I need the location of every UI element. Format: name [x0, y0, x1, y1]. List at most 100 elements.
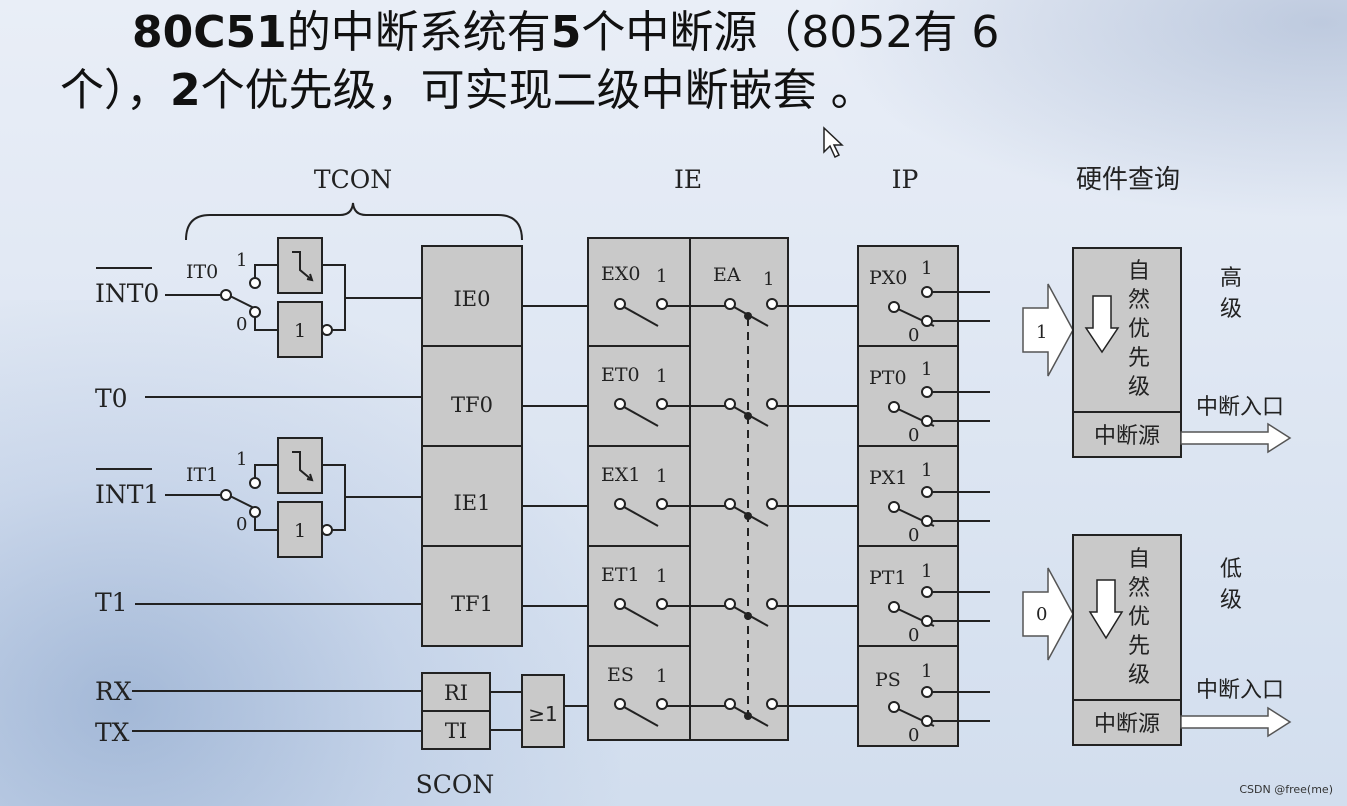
int1-level-gate-label: 1 — [294, 520, 306, 542]
px0-one: 1 — [921, 258, 932, 279]
ip-header: IP — [892, 165, 919, 194]
ie1-flag — [421, 445, 523, 547]
ie1-label: IE1 — [454, 491, 491, 515]
title-text-a: 的中断系统有 — [286, 7, 551, 58]
title-text-d: 个优先级，可实现二级中断嵌套 。 — [200, 65, 875, 116]
low-natural-4: 先 — [1128, 634, 1150, 659]
low-natural-5: 级 — [1128, 663, 1150, 688]
high-down-arrow-icon — [1084, 295, 1120, 354]
high-arrow-label: 1 — [1036, 322, 1047, 343]
low-entry-label: 中断入口 — [1196, 678, 1284, 703]
it1-zero: 0 — [236, 514, 247, 535]
int1-trigger-select: IT1 1 0 1 — [165, 437, 422, 558]
t1-label: T1 — [95, 588, 128, 617]
page-title: 80C51的中断系统有5个中断源（8052有 6 个），2个优先级，可实现二级中… — [60, 4, 1220, 120]
tf1-label: TF1 — [451, 592, 493, 616]
high-entry-label: 中断入口 — [1196, 395, 1284, 420]
watermark: CSDN @free(me) — [1239, 783, 1333, 796]
et1-label: ET1 — [601, 564, 640, 586]
high-natural-2: 然 — [1128, 288, 1150, 313]
ie0-flag — [421, 245, 523, 347]
ea-switch-2 — [724, 498, 778, 527]
high-priority-query: 1 自 然 优 先 级 中断源 高 级 中断入口 — [1022, 247, 1292, 458]
pt0-label: PT0 — [869, 367, 907, 389]
int0-level-gate-label: 1 — [294, 320, 306, 342]
title-line-2: 个），2个优先级，可实现二级中断嵌套 。 — [60, 65, 875, 116]
pt0-zero: 0 — [908, 425, 919, 446]
ex1-label: EX1 — [601, 464, 640, 486]
it0-one: 1 — [236, 250, 247, 271]
ti-label: TI — [445, 719, 467, 743]
tf0-label: TF0 — [451, 393, 493, 417]
title-text-b: 个中断源（8052有 6 — [581, 7, 1000, 58]
ex0-one: 1 — [656, 266, 667, 287]
low-source-label: 中断源 — [1094, 712, 1160, 737]
low-down-arrow-icon — [1088, 579, 1124, 640]
ea-label: EA — [713, 264, 741, 286]
low-natural-2: 然 — [1128, 576, 1150, 601]
mouse-cursor-icon — [823, 126, 844, 159]
scon-label: SCON — [416, 770, 495, 799]
low-arrow-label: 0 — [1036, 604, 1047, 625]
it1-label: IT1 — [186, 464, 218, 486]
low-input-arrow — [1022, 567, 1074, 661]
ie0-label: IE0 — [454, 287, 491, 311]
it0-label: IT0 — [186, 261, 218, 283]
pt1-one: 1 — [921, 561, 932, 582]
title-chip: 80C51 — [132, 7, 287, 58]
tcon-brace — [185, 202, 523, 241]
px0-label: PX0 — [869, 267, 907, 289]
hardware-query-header: 硬件查询 — [1076, 165, 1180, 195]
tcon-header: TCON — [314, 165, 392, 194]
title-text-c: 个）， — [60, 65, 170, 116]
rx-label: RX — [95, 677, 132, 706]
low-natural-3: 优 — [1128, 605, 1150, 630]
tcon-flags: IE0 TF0 IE1 TF1 — [421, 245, 523, 647]
title-priority-count: 2 — [170, 65, 201, 116]
pt0-one: 1 — [921, 359, 932, 380]
low-natural-1: 自 — [1128, 547, 1150, 572]
int0-trigger-select: IT0 1 0 1 — [165, 237, 422, 358]
title-source-count: 5 — [550, 7, 582, 58]
ie-register: EX0 ET0 EX1 ET1 ES EA 1 1 1 1 1 1 — [587, 237, 789, 741]
ea-switch-4 — [724, 698, 778, 727]
high-entry-arrow — [1180, 422, 1292, 454]
low-label-2: 级 — [1220, 588, 1242, 613]
high-label-1: 高 — [1220, 266, 1242, 291]
high-label-2: 级 — [1220, 297, 1242, 322]
et0-label: ET0 — [601, 364, 640, 386]
int0-label: INT0 — [95, 279, 159, 308]
high-natural-4: 先 — [1128, 346, 1150, 371]
high-natural-5: 级 — [1128, 375, 1150, 400]
it0-zero: 0 — [236, 314, 247, 335]
ie-header: IE — [674, 165, 702, 194]
pt1-zero: 0 — [908, 625, 919, 646]
high-source-label: 中断源 — [1094, 424, 1160, 449]
ea-switch-1 — [724, 398, 778, 427]
or-gate — [521, 674, 565, 748]
ea-switch-0 — [724, 298, 778, 327]
it1-one: 1 — [236, 449, 247, 470]
int1-label: INT1 — [95, 480, 159, 509]
title-line-1: 80C51的中断系统有5个中断源（8052有 6 — [60, 4, 1220, 62]
ps-label: PS — [875, 669, 901, 691]
or-gate-label: ≥1 — [528, 702, 557, 726]
low-priority-query: 0 自 然 优 先 级 中断源 低 级 中断入口 — [1022, 534, 1292, 746]
ri-label: RI — [444, 681, 468, 705]
es-one: 1 — [656, 666, 667, 687]
et0-one: 1 — [656, 366, 667, 387]
high-input-arrow — [1022, 283, 1074, 377]
ea-one: 1 — [763, 269, 774, 290]
ip-outputs — [932, 291, 990, 722]
high-natural-1: 自 — [1128, 259, 1150, 284]
ea-switch-3 — [724, 598, 778, 627]
ps-zero: 0 — [908, 725, 919, 746]
et1-one: 1 — [656, 566, 667, 587]
ti-flag — [421, 710, 491, 750]
tx-label: TX — [95, 718, 130, 747]
ex1-one: 1 — [656, 466, 667, 487]
low-entry-arrow — [1180, 706, 1292, 738]
px1-zero: 0 — [908, 525, 919, 546]
scon-flags: RI TI ≥1 — [421, 672, 616, 750]
